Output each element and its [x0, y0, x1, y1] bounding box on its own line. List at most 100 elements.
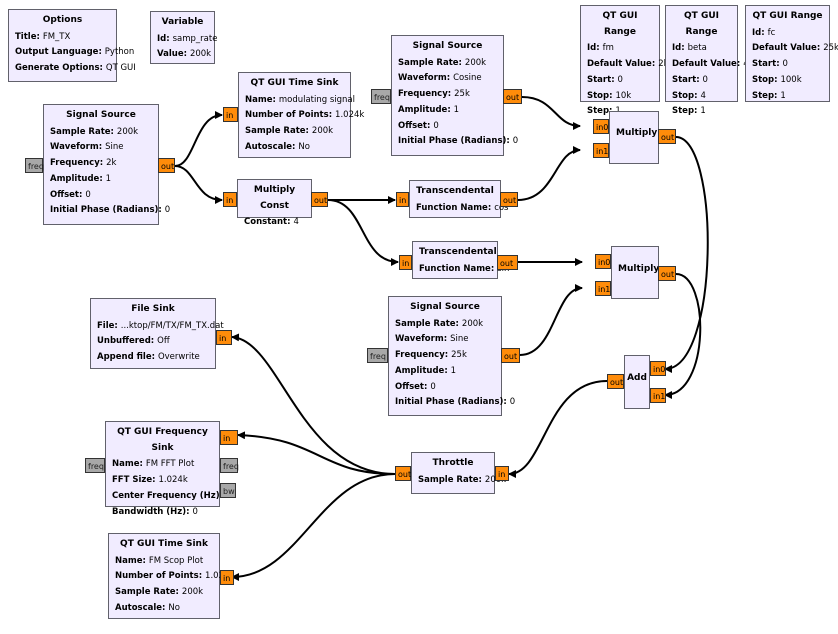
- block-title: Signal Source: [410, 302, 480, 312]
- add-block[interactable]: Add: [624, 355, 650, 409]
- parameter-label: :: [427, 120, 434, 131]
- parameter-row: Stop: 10k: [587, 89, 653, 105]
- parameter-label: Step: [752, 90, 775, 101]
- qt-gui-range-block-beta[interactable]: QT GUI Range Id: beta Default Value: 4 S…: [665, 5, 749, 116]
- out-port[interactable]: out: [501, 348, 520, 363]
- parameter-label: :: [681, 43, 688, 54]
- parameter-label: Sample Rate: [418, 474, 479, 485]
- parameter-label: Sample Rate: [50, 126, 111, 137]
- parameter-label: :: [487, 202, 495, 213]
- block-title: QT GUI Frequency Sink: [117, 427, 208, 453]
- options-block[interactable]: Options Title: FM_TX Output Language: Py…: [8, 9, 136, 82]
- bw-port[interactable]: bw: [220, 483, 236, 498]
- parameter-label: :: [455, 318, 462, 329]
- parameter-value: 25k: [823, 43, 838, 54]
- parameter-label: :: [774, 74, 781, 85]
- parameter-label: :: [152, 475, 159, 486]
- parameter-row: Generate Options: QT GUI: [15, 61, 136, 77]
- parameter-label: :: [198, 571, 206, 582]
- parameter-label: :: [609, 90, 616, 101]
- parameter-label: :: [444, 350, 452, 361]
- out-port[interactable]: out: [311, 192, 328, 207]
- parameter-label: Function Name: [416, 202, 488, 213]
- parameter-row: Number of Points: 1.024k: [115, 569, 234, 585]
- freq-output-port[interactable]: freq: [220, 458, 239, 473]
- out-port[interactable]: out: [658, 129, 676, 144]
- in-port[interactable]: in: [223, 107, 238, 122]
- parameter-row: Amplitude: 1: [395, 364, 495, 380]
- out-port[interactable]: out: [500, 192, 518, 207]
- parameter-row: Sample Rate: 200k: [245, 124, 344, 140]
- parameter-label: :: [98, 47, 105, 58]
- qt-gui-range-block-fc[interactable]: QT GUI Range Id: fc Default Value: 25k S…: [745, 5, 838, 105]
- signal-source-block-2[interactable]: Signal Source Sample Rate: 200k Waveform…: [391, 35, 518, 156]
- parameter-value: 0: [433, 120, 439, 131]
- out-port[interactable]: out: [497, 255, 518, 270]
- signal-source-block-3[interactable]: Signal Source Sample Rate: 200k Waveform…: [388, 296, 515, 416]
- freq-input-port[interactable]: freq: [85, 458, 105, 473]
- in-port[interactable]: in: [396, 192, 409, 207]
- in-port[interactable]: in: [220, 570, 234, 585]
- qt-gui-time-sink-block-1[interactable]: QT GUI Time Sink Name: modulating signal…: [238, 72, 364, 158]
- parameter-row: Stop: 4: [672, 89, 731, 105]
- parameter-label: :: [490, 263, 498, 274]
- parameter-label: Center Frequency (Hz): [112, 490, 220, 501]
- in1-port[interactable]: in1: [593, 143, 609, 158]
- parameter-row: Frequency: 25k: [395, 348, 495, 364]
- parameter-label: Offset: [50, 189, 79, 200]
- multiply-const-block[interactable]: Multiply Const Constant: 4: [237, 179, 312, 227]
- parameter-value: 200k: [181, 587, 204, 598]
- out-port[interactable]: out: [503, 89, 522, 104]
- in-port[interactable]: in: [399, 255, 412, 270]
- parameter-row: Default Value: 2k: [587, 57, 669, 73]
- in-port[interactable]: in: [216, 330, 232, 345]
- variable-block[interactable]: Variable Id: samp_rate Value: 200k: [150, 11, 217, 64]
- parameter-label: Id: [157, 33, 167, 44]
- freq-port[interactable]: freq: [367, 348, 388, 363]
- parameter-row: Unbuffered: Off: [97, 334, 209, 350]
- in-port[interactable]: in: [223, 192, 237, 207]
- parameter-row: Initial Phase (Radians): 0: [395, 395, 515, 411]
- parameter-label: :: [694, 90, 701, 101]
- parameter-value: Cosine: [453, 73, 482, 84]
- freq-port[interactable]: freq: [25, 158, 44, 173]
- parameter-row: Sample Rate: 200k: [115, 585, 213, 601]
- in1-port[interactable]: in1: [650, 388, 666, 403]
- in-port[interactable]: in: [495, 466, 509, 481]
- out-port[interactable]: out: [658, 266, 676, 281]
- parameter-label: :: [99, 63, 106, 74]
- block-title: Options: [42, 15, 83, 25]
- multiply-block-2[interactable]: Multiply: [611, 246, 659, 299]
- out-port[interactable]: out: [607, 374, 624, 389]
- parameter-row: Default Value: 25k: [752, 41, 838, 57]
- parameter-label: Initial Phase (Radians): [398, 136, 507, 147]
- out-port[interactable]: out: [158, 158, 175, 173]
- in0-port[interactable]: in0: [595, 254, 611, 269]
- transcendental-block-sin[interactable]: Transcendental Function Name: sin: [412, 241, 509, 279]
- block-title: Signal Source: [66, 110, 136, 120]
- signal-source-block-1[interactable]: Signal Source Sample Rate: 200k Waveform…: [43, 104, 170, 225]
- in0-port[interactable]: in0: [650, 361, 666, 376]
- transcendental-block-cos[interactable]: Transcendental Function Name: cos: [409, 180, 509, 218]
- parameter-row: Default Value: 4: [672, 57, 749, 73]
- in1-port[interactable]: in1: [595, 281, 611, 296]
- parameter-label: Waveform: [398, 73, 447, 84]
- qt-gui-range-block-fm[interactable]: QT GUI Range Id: fm Default Value: 2k St…: [580, 5, 669, 116]
- parameter-row: Step: 1: [752, 89, 823, 105]
- in0-port[interactable]: in0: [593, 119, 609, 134]
- parameter-label: Start: [587, 74, 612, 85]
- parameter-value: 0: [164, 205, 171, 216]
- parameter-value: 0: [509, 397, 516, 408]
- wire-cos-to-mult1: [517, 146, 581, 201]
- multiply-block-1[interactable]: Multiply: [609, 111, 659, 164]
- qt-gui-time-sink-block-2[interactable]: QT GUI Time Sink Name: FM Scop Plot Numb…: [108, 533, 234, 619]
- out-port[interactable]: out: [395, 466, 411, 481]
- block-title: Transcendental: [419, 247, 497, 257]
- file-sink-block[interactable]: File Sink File: ...ktop/FM/TX/FM_TX.dat …: [90, 298, 224, 369]
- qt-gui-frequency-sink-block[interactable]: QT GUI Frequency Sink Name: FM FFT Plot …: [105, 421, 231, 517]
- in-port[interactable]: in: [220, 430, 238, 445]
- throttle-block[interactable]: Throttle Sample Rate: 200k: [411, 452, 506, 494]
- parameter-row: Offset: 0: [398, 119, 497, 135]
- freq-port[interactable]: freq: [371, 89, 391, 104]
- parameter-row: Waveform: Sine: [50, 140, 152, 156]
